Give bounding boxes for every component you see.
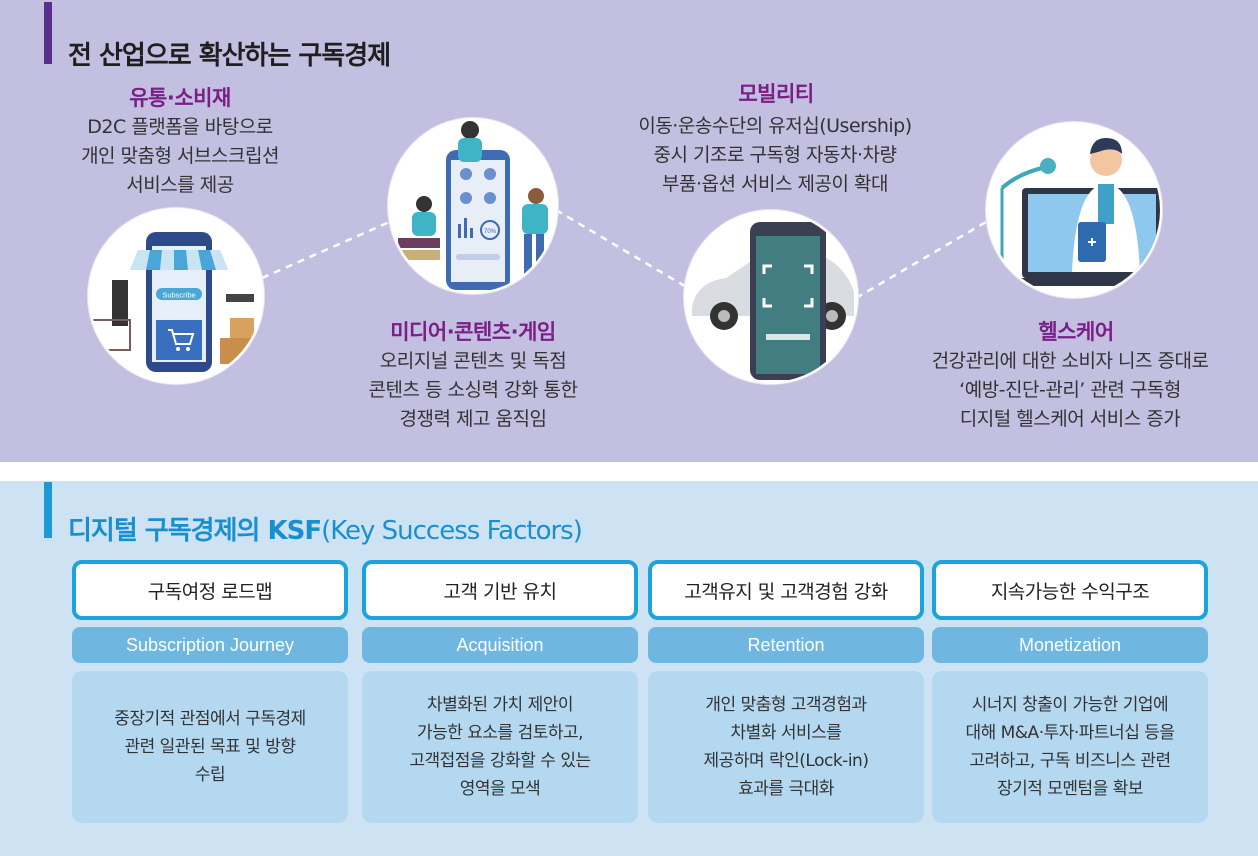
- desc-line: 차별화된 가치 제안이: [426, 695, 574, 715]
- desc-line: 건강관리에 대한 소비자 니즈 증대로: [931, 350, 1209, 372]
- desc-line: 콘텐츠 등 소싱력 강화 통한: [368, 379, 578, 401]
- ksf-description: 개인 맞춤형 고객경험과 차별화 서비스를 제공하며 락인(Lock-in) 효…: [648, 671, 924, 823]
- desc-line: 가능한 요소를 검토하고,: [416, 723, 584, 743]
- desc-line: 관련 일관된 목표 및 방향: [124, 737, 296, 757]
- desc-line: 고객접점을 강화할 수 있는: [409, 751, 591, 771]
- desc-line: 시너지 창출이 가능한 기업에: [971, 695, 1169, 715]
- desc-line: 영역을 모색: [459, 779, 541, 799]
- desc-line: 서비스를 제공: [126, 174, 234, 196]
- desc-line: 오리지널 콘텐츠 및 독점: [379, 350, 567, 372]
- ksf-heading: 고객유지 및 고객경험 강화: [648, 560, 924, 620]
- industry-desc-healthcare: 건강관리에 대한 소비자 니즈 증대로 ‘예방-진단-관리’ 관련 구독형 디지…: [890, 347, 1250, 434]
- ksf-english-label: Acquisition: [362, 627, 638, 663]
- desc-line: 개인 맞춤형 고객경험과: [705, 695, 867, 715]
- ksf-title-rest: (Key Success Factors): [321, 516, 583, 546]
- ksf-english-label: Subscription Journey: [72, 627, 348, 663]
- storefront-smartphone-icon: Subscribe: [88, 208, 264, 384]
- desc-line: 개인 맞춤형 서브스크립션: [81, 145, 279, 167]
- desc-line: 중장기적 관점에서 구독경제: [114, 709, 306, 729]
- industry-title-retail: 유통·소비재: [129, 86, 231, 110]
- desc-line: 고려하고, 구독 비즈니스 관련: [969, 751, 1171, 771]
- desc-line: 경쟁력 제고 움직임: [399, 408, 547, 430]
- ksf-card-subscription-journey: 구독여정 로드맵 Subscription Journey 중장기적 관점에서 …: [72, 560, 348, 823]
- desc-line: 디지털 헬스케어 서비스 증가: [959, 408, 1181, 430]
- ksf-card-retention: 고객유지 및 고객경험 강화 Retention 개인 맞춤형 고객경험과 차별…: [648, 560, 924, 823]
- percent-label: 70%: [484, 229, 497, 235]
- ksf-english-label: Retention: [648, 627, 924, 663]
- ksf-card-monetization: 지속가능한 수익구조 Monetization 시너지 창출이 가능한 기업에 …: [932, 560, 1208, 823]
- desc-line: 장기적 모멘텀을 확보: [996, 779, 1144, 799]
- ksf-description: 중장기적 관점에서 구독경제 관련 일관된 목표 및 방향 수립: [72, 671, 348, 823]
- industry-desc-media: 오리지널 콘텐츠 및 독점 콘텐츠 등 소싱력 강화 통한 경쟁력 제고 움직임: [328, 347, 618, 434]
- industry-title-healthcare: 헬스케어: [1038, 320, 1114, 344]
- desc-line: 이동·운송수단의 유저십(Usership): [638, 115, 912, 137]
- desc-line: 효과를 극대화: [738, 779, 834, 799]
- section-accent-bar: [44, 482, 52, 538]
- section-title: 디지털 구독경제의 KSF(Key Success Factors): [68, 510, 583, 547]
- ksf-title-bold: 디지털 구독경제의 KSF: [68, 516, 322, 546]
- media-app-people-icon: 70%: [388, 118, 558, 294]
- ksf-description: 시너지 창출이 가능한 기업에 대해 M&A·투자·파트너십 등을 고려하고, …: [932, 671, 1208, 823]
- doctor-laptop-icon: [986, 122, 1162, 298]
- ksf-heading: 구독여정 로드맵: [72, 560, 348, 620]
- ksf-card-acquisition: 고객 기반 유치 Acquisition 차별화된 가치 제안이 가능한 요소를…: [362, 560, 638, 823]
- dashed-connectors: [261, 208, 987, 300]
- ksf-heading: 지속가능한 수익구조: [932, 560, 1208, 620]
- section-accent-bar: [44, 2, 52, 64]
- car-smartphone-icon: [684, 210, 858, 384]
- ksf-description: 차별화된 가치 제안이 가능한 요소를 검토하고, 고객접점을 강화할 수 있는…: [362, 671, 638, 823]
- industry-desc-mobility: 이동·운송수단의 유저십(Usership) 중시 기조로 구독형 자동차·차량…: [590, 112, 960, 199]
- industry-title-media: 미디어·콘텐츠·게임: [390, 320, 556, 344]
- desc-line: 대해 M&A·투자·파트너십 등을: [965, 723, 1175, 743]
- industry-desc-retail: D2C 플랫폼을 바탕으로 개인 맞춤형 서브스크립션 서비스를 제공: [40, 113, 320, 200]
- desc-line: D2C 플랫폼을 바탕으로: [87, 116, 273, 138]
- desc-line: 수립: [194, 765, 226, 785]
- ksf-english-label: Monetization: [932, 627, 1208, 663]
- subscribe-label: Subscribe: [162, 291, 195, 300]
- desc-line: 부품·옵션 서비스 제공이 확대: [662, 173, 888, 195]
- desc-line: ‘예방-진단-관리’ 관련 구독형: [959, 379, 1181, 401]
- desc-line: 중시 기조로 구독형 자동차·차량: [653, 144, 897, 166]
- ksf-heading: 고객 기반 유치: [362, 560, 638, 620]
- section-title: 전 산업으로 확산하는 구독경제: [68, 41, 391, 71]
- industry-title-mobility: 모빌리티: [738, 82, 814, 106]
- desc-line: 제공하며 락인(Lock-in): [703, 751, 869, 771]
- desc-line: 차별화 서비스를: [730, 723, 842, 743]
